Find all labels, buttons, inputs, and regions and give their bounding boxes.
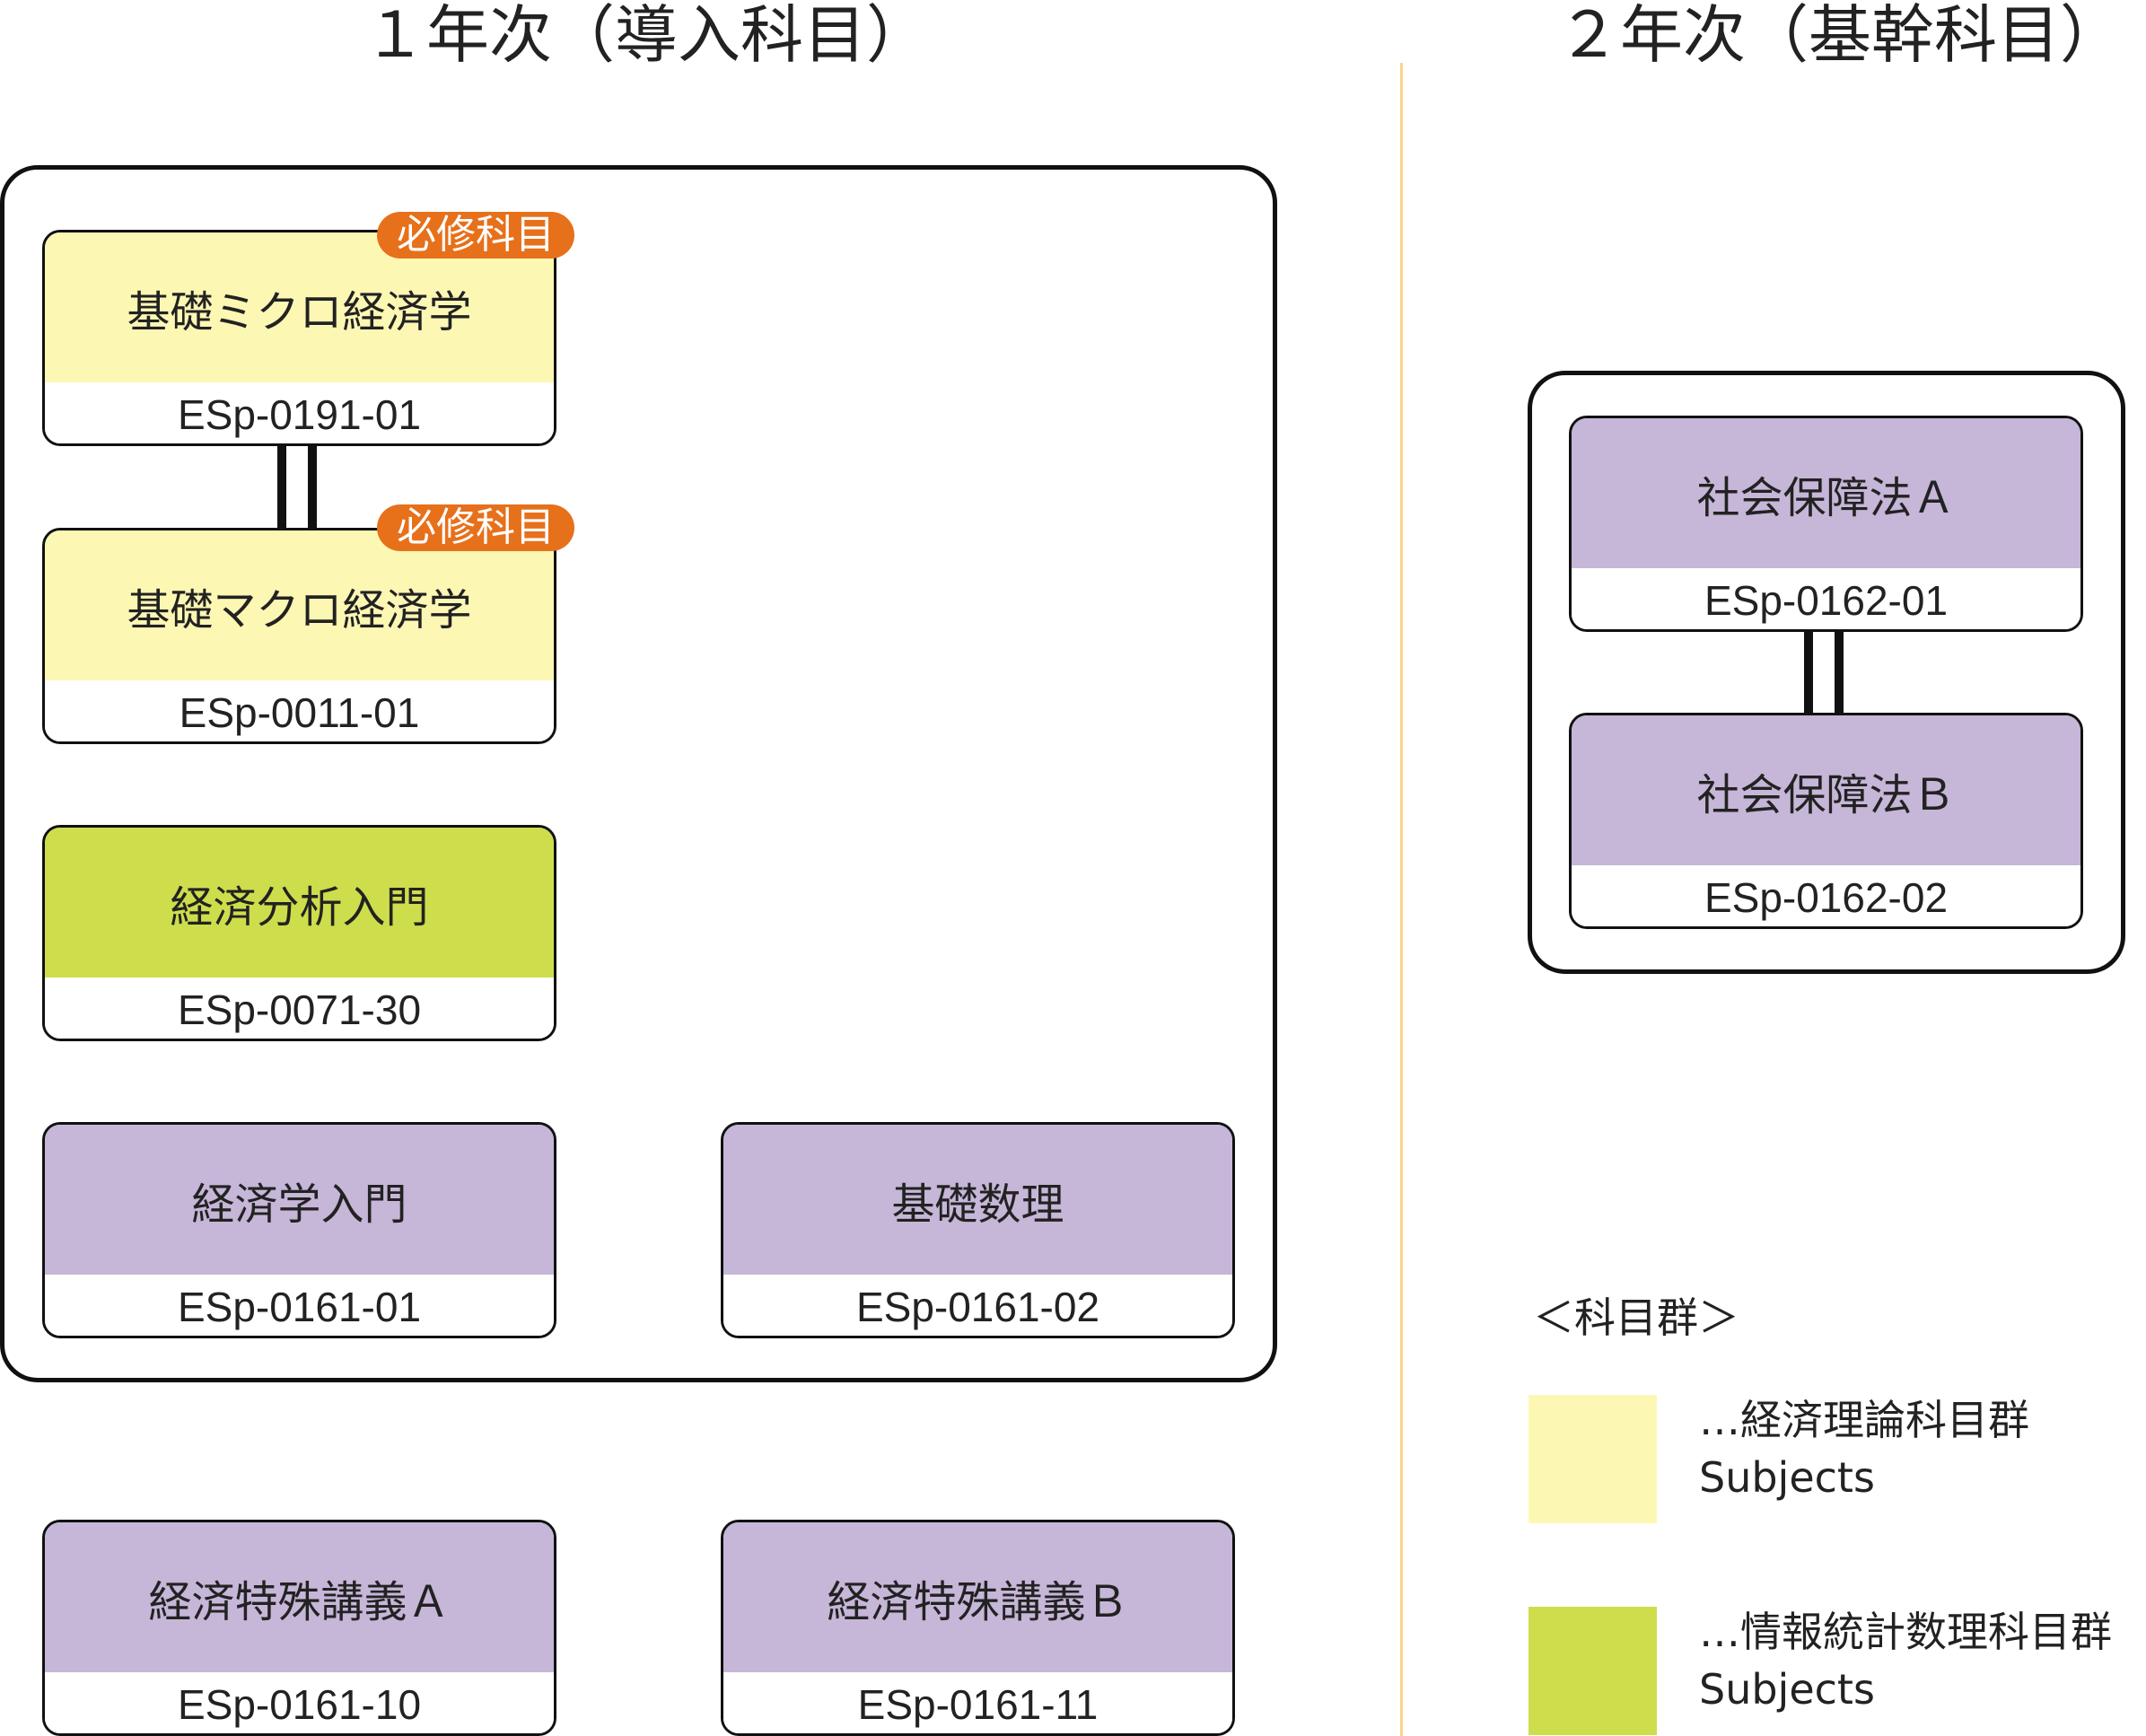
legend-label: …情報統計数理科目群 [1699, 1608, 2112, 1656]
link-line-left [277, 443, 286, 529]
course-name: 経済学入門 [45, 1125, 554, 1275]
course-card-intro[interactable]: 経済学入門 ESp-0161-01 [42, 1122, 556, 1338]
course-name: 経済分析入門 [45, 828, 554, 978]
legend-sublabel: Subjects [1699, 1665, 1875, 1714]
course-card-special-b[interactable]: 経済特殊講義Ｂ ESp-0161-11 [721, 1520, 1235, 1736]
course-code: ESp-0162-02 [1572, 865, 2080, 926]
year1-heading: １年次（導入科目） [364, 0, 929, 72]
course-name: 経済特殊講義Ａ [45, 1522, 554, 1672]
course-card-math[interactable]: 基礎数理 ESp-0161-02 [721, 1122, 1235, 1338]
course-name: 基礎マクロ経済学 [45, 530, 554, 680]
course-code: ESp-0191-01 [45, 382, 554, 443]
year2-core-group-frame [1528, 371, 2125, 974]
course-card-social-b[interactable]: 社会保障法Ｂ ESp-0162-02 [1569, 713, 2083, 929]
legend-title: ＜科目群＞ [1533, 1293, 1739, 1342]
course-code: ESp-0071-30 [45, 978, 554, 1039]
course-code: ESp-0011-01 [45, 680, 554, 741]
link-line-right [308, 443, 317, 529]
course-card-micro[interactable]: 基礎ミクロ経済学 ESp-0191-01 [42, 230, 556, 446]
course-name: 経済特殊講義Ｂ [723, 1522, 1232, 1672]
course-card-social-a[interactable]: 社会保障法Ａ ESp-0162-01 [1569, 416, 2083, 632]
link-line-left [1804, 632, 1813, 714]
course-card-special-a[interactable]: 経済特殊講義Ａ ESp-0161-10 [42, 1520, 556, 1736]
course-code: ESp-0161-10 [45, 1672, 554, 1733]
course-code: ESp-0161-11 [723, 1672, 1232, 1733]
legend-sublabel: Subjects [1699, 1453, 1875, 1502]
course-code: ESp-0161-02 [723, 1275, 1232, 1336]
course-code: ESp-0162-01 [1572, 568, 2080, 629]
legend-swatch-stats [1528, 1607, 1657, 1735]
required-badge: 必修科目 [377, 504, 574, 551]
required-badge: 必修科目 [377, 212, 574, 259]
course-name: 社会保障法Ｂ [1572, 715, 2080, 865]
link-line-right [1835, 632, 1844, 714]
legend-item-theory: …経済理論科目群 Subjects [1699, 1391, 2029, 1506]
course-card-macro[interactable]: 基礎マクロ経済学 ESp-0011-01 [42, 528, 556, 744]
legend-item-stats: …情報統計数理科目群 Subjects [1699, 1603, 2112, 1718]
year2-heading: ２年次（基幹科目） [1557, 0, 2123, 72]
course-card-analysis[interactable]: 経済分析入門 ESp-0071-30 [42, 825, 556, 1041]
course-name: 社会保障法Ａ [1572, 418, 2080, 568]
course-name: 基礎数理 [723, 1125, 1232, 1275]
course-code: ESp-0161-01 [45, 1275, 554, 1336]
year1-intro-group-frame [0, 165, 1277, 1382]
column-divider [1400, 63, 1403, 1736]
legend-label: …経済理論科目群 [1699, 1396, 2029, 1444]
legend-swatch-theory [1528, 1395, 1657, 1523]
